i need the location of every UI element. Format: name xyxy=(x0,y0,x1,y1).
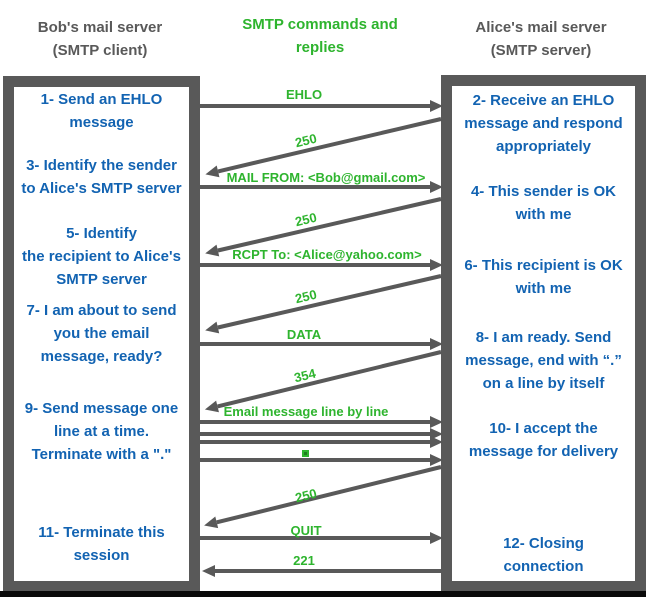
client-step-4: 7- I am about to send you the email mess… xyxy=(26,302,177,365)
message-label-mail-from: MAIL FROM: <Bob@gmail.com> xyxy=(226,170,426,185)
dot-terminator-icon xyxy=(302,450,309,457)
message-arrow-email-line-3 xyxy=(199,436,443,448)
message-arrow-data xyxy=(199,338,443,350)
server-box: 2- Receive an EHLO message and respond a… xyxy=(441,75,646,592)
server-step-5: 10- I accept the message for delivery xyxy=(468,420,619,460)
arrowhead-icon xyxy=(203,165,220,181)
arrowhead-icon xyxy=(203,321,220,337)
arrowhead-icon xyxy=(430,416,443,428)
message-arrow-email-line-2 xyxy=(199,428,443,440)
arrowhead-icon xyxy=(430,436,443,448)
message-arrow-reply-354 xyxy=(203,350,442,416)
message-arrow-reply-250-c xyxy=(203,274,442,337)
arrowhead-icon xyxy=(430,181,443,193)
message-arrow-reply-221 xyxy=(202,565,441,577)
client-step-1: 1- Send an EHLO message xyxy=(40,91,163,131)
commands-header: SMTP commands and replies xyxy=(242,16,398,56)
arrowhead-icon xyxy=(430,259,443,271)
message-arrow-mail-from xyxy=(199,181,443,193)
server-header: Alice's mail server (SMTP server) xyxy=(475,19,607,59)
arrowhead-icon xyxy=(430,532,443,544)
client-header: Bob's mail server (SMTP client) xyxy=(37,19,163,59)
message-arrow-reply-250-b xyxy=(203,197,442,260)
message-arrow-quit xyxy=(199,532,443,544)
server-step-4: 8- I am ready. Send message, end with “.… xyxy=(465,329,622,392)
server-step-1: 2- Receive an EHLO message and respond a… xyxy=(464,92,623,155)
message-label-ehlo: EHLO xyxy=(285,87,323,102)
message-label-quit: QUIT xyxy=(290,523,322,538)
message-label-reply-250-d: 250 xyxy=(293,485,319,506)
server-step-3: 6- This recipient is OK with me xyxy=(464,257,623,297)
message-label-rcpt-to: RCPT To: <Alice@yahoo.com> xyxy=(232,247,422,262)
arrowhead-icon xyxy=(202,516,219,532)
client-step-2: 3- Identify the sender to Alice's SMTP s… xyxy=(21,157,182,197)
message-arrow-email-line-1 xyxy=(199,416,443,428)
arrowhead-icon xyxy=(430,100,443,112)
server-step-2: 4- This sender is OK with me xyxy=(470,183,617,223)
message-label-data: DATA xyxy=(286,327,322,342)
arrowhead-icon xyxy=(430,454,443,466)
client-box: 1- Send an EHLO message 3- Identify the s… xyxy=(3,76,200,592)
message-arrow-reply-250-d xyxy=(202,465,442,532)
client-step-5: 9- Send message one line at a time. Term… xyxy=(24,400,179,463)
message-label-email-line-1: Email message line by line xyxy=(223,404,389,419)
bottom-strip xyxy=(0,591,646,597)
server-step-6: 12- Closing connection xyxy=(503,535,584,575)
arrowhead-icon xyxy=(430,338,443,350)
arrowhead-icon xyxy=(203,400,220,416)
arrowhead-icon xyxy=(203,244,220,260)
client-step-3: 5- Identify the recipient to Alice's SMT… xyxy=(22,225,181,288)
message-arrow-ehlo xyxy=(199,100,443,112)
message-label-reply-221: 221 xyxy=(293,553,315,568)
client-step-6: 11- Terminate this session xyxy=(38,524,165,564)
message-arrow-reply-250-a xyxy=(203,117,442,181)
message-arrow-email-line-4 xyxy=(199,454,443,466)
arrowhead-icon xyxy=(202,565,215,577)
message-arrow-rcpt-to xyxy=(199,259,443,271)
